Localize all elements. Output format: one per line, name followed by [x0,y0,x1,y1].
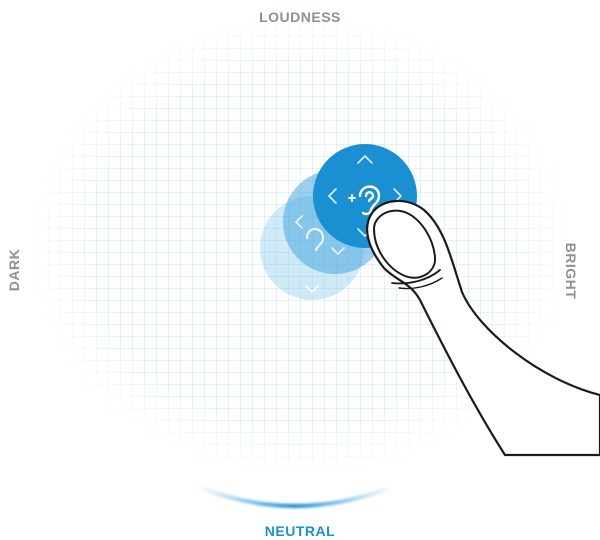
axis-label-neutral: NEUTRAL [0,523,600,539]
axis-label-bright: BRIGHT [563,243,579,300]
axis-label-dark: DARK [6,249,22,291]
axis-label-loudness: LOUDNESS [0,9,600,25]
